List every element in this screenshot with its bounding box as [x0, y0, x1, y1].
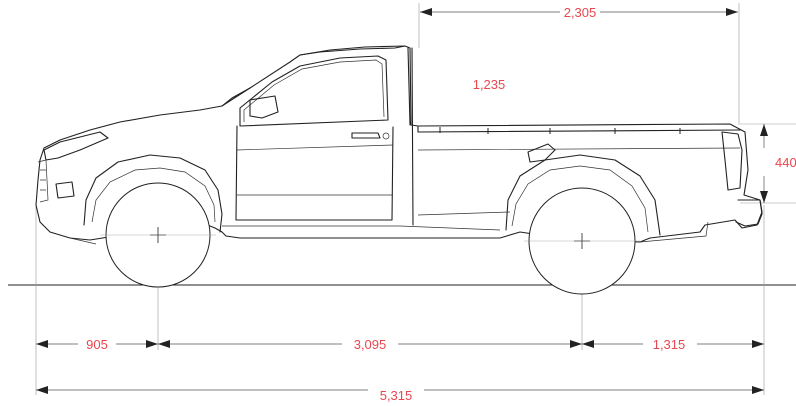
- dimension-wheelbase: 3,095: [158, 337, 582, 352]
- rear-fender-flare: [505, 154, 661, 236]
- side-mirror: [249, 95, 279, 119]
- label-wheelbase: 3,095: [354, 337, 387, 352]
- dimension-bed-length: 2,305: [420, 5, 738, 20]
- fuel-cap: [527, 143, 556, 163]
- rear-fender-inner: [511, 165, 649, 233]
- label-overall-length: 5,315: [380, 388, 413, 403]
- cab-roof: [221, 45, 406, 107]
- label-bed-depth: 440: [775, 155, 796, 170]
- window-frame-inner: [243, 59, 385, 122]
- front-fender-flare: [83, 154, 223, 233]
- cab-door: [235, 125, 394, 221]
- door-lock: [382, 132, 390, 140]
- pickup-truck-side-view: [35, 45, 763, 245]
- b-pillar: [407, 47, 414, 226]
- bed-side-crease: [417, 147, 741, 216]
- bed-rail-hooks: [439, 127, 681, 134]
- label-front-overhang: 905: [86, 337, 108, 352]
- side-sill: [222, 225, 501, 231]
- front-wheel: [100, 182, 216, 288]
- side-window: [239, 55, 389, 127]
- label-cab-height: 1,235: [473, 77, 506, 92]
- headlight: [43, 131, 109, 161]
- dimension-front-overhang: 905: [36, 337, 158, 352]
- tail-light: [721, 131, 743, 191]
- dimension-bed-depth: 440: [760, 124, 796, 203]
- label-bed-length: 2,305: [564, 5, 597, 20]
- bed-rail: [417, 125, 741, 133]
- door-handle: [351, 132, 381, 139]
- front-fender-inner: [91, 167, 216, 223]
- underbody: [69, 221, 709, 245]
- dimension-rear-overhang: 1,315: [582, 337, 764, 352]
- rear-bumper: [735, 199, 763, 227]
- rear-wheel: [524, 187, 640, 295]
- door-crease: [236, 144, 394, 151]
- label-rear-overhang: 1,315: [653, 337, 686, 352]
- dimension-overall-length: 5,315: [36, 386, 764, 403]
- front-grille: [37, 159, 49, 203]
- fog-light: [55, 181, 75, 199]
